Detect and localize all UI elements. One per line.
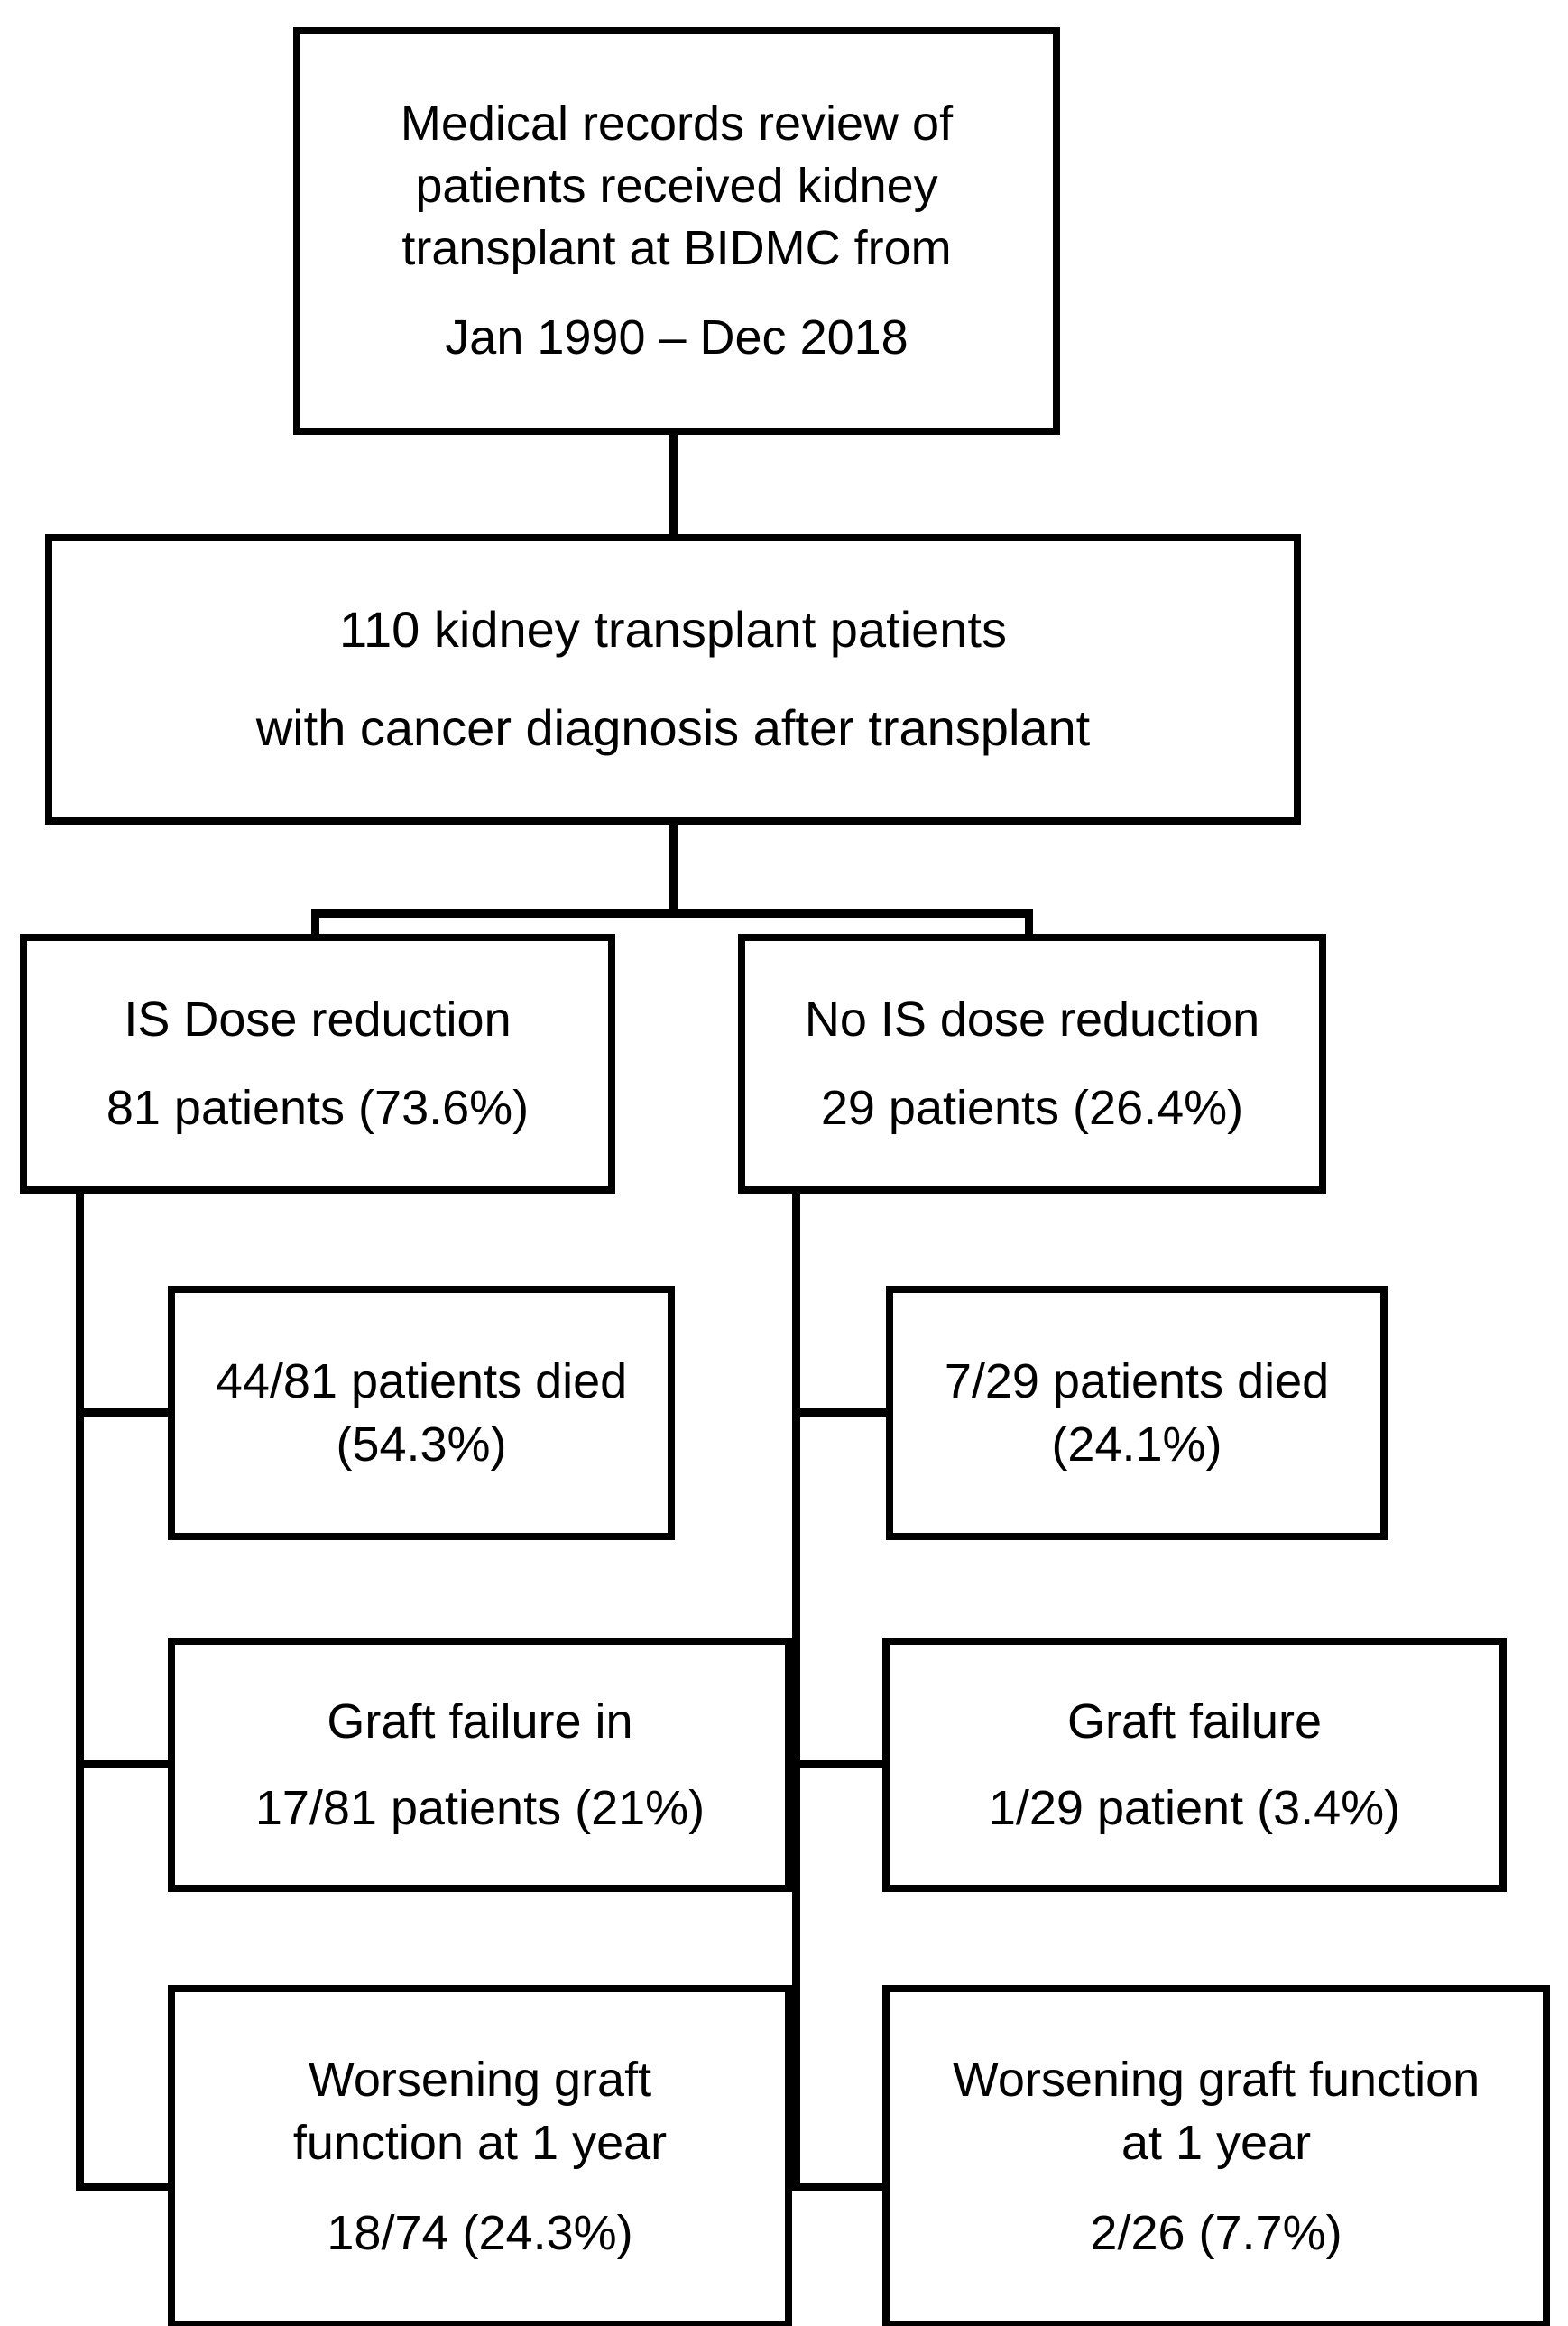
node-cohort-line-1: 110 kidney transplant patients (339, 601, 1007, 659)
node-no-is-dose-reduction-line-1: No IS dose reduction (804, 992, 1260, 1047)
connector-left-spine (76, 1186, 84, 2191)
node-right-worsening-line-1: Worsening graft function (952, 2052, 1480, 2107)
node-right-graft-failure-line-2: 1/29 patient (3.4%) (988, 1781, 1401, 1835)
node-right-deaths: 7/29 patients died (24.1%) (886, 1286, 1388, 1540)
node-left-deaths-line-2: (54.3%) (336, 1417, 507, 1472)
node-cohort: 110 kidney transplant patients with canc… (45, 534, 1301, 825)
node-study-line-4: Jan 1990 – Dec 2018 (445, 310, 909, 365)
node-left-graft-failure: Graft failure in 17/81 patients (21%) (168, 1638, 792, 1892)
connector-split-bar (311, 909, 1033, 918)
connector-left-stub-graft-failure (76, 1760, 175, 1768)
connector-right-spine (792, 1186, 800, 2191)
connector-split-right-drop (1025, 909, 1033, 938)
node-left-worsening-line-1: Worsening graft (308, 2052, 652, 2107)
node-left-graft-failure-line-2: 17/81 patients (21%) (254, 1781, 706, 1835)
node-no-is-dose-reduction: No IS dose reduction 29 patients (26.4%) (738, 934, 1326, 1194)
connector-left-stub-worsening (76, 2183, 175, 2191)
connector-study-to-cohort (669, 428, 678, 540)
node-left-deaths-line-1: 44/81 patients died (215, 1353, 628, 1408)
node-right-deaths-line-2: (24.1%) (1051, 1417, 1222, 1472)
connector-right-stub-worsening (792, 2183, 890, 2191)
node-right-worsening-graft-function: Worsening graft function at 1 year 2/26 … (882, 1985, 1550, 2326)
node-is-dose-reduction: IS Dose reduction 81 patients (73.6%) (20, 934, 615, 1194)
node-left-worsening-line-2: function at 1 year (292, 2115, 668, 2170)
node-study-line-3: transplant at BIDMC from (401, 221, 952, 275)
node-study-line-2: patients received kidney (415, 158, 938, 213)
connector-cohort-stem (669, 817, 678, 917)
node-left-deaths: 44/81 patients died (54.3%) (168, 1286, 675, 1540)
connector-right-stub-graft-failure (792, 1760, 890, 1768)
node-no-is-dose-reduction-line-2: 29 patients (26.4%) (820, 1081, 1244, 1135)
node-study-line-1: Medical records review of (400, 96, 954, 151)
node-right-deaths-line-1: 7/29 patients died (944, 1353, 1330, 1408)
node-right-graft-failure-line-1: Graft failure (1066, 1694, 1323, 1749)
node-is-dose-reduction-line-2: 81 patients (73.6%) (106, 1081, 530, 1135)
connector-right-stub-deaths (792, 1408, 893, 1417)
node-right-worsening-line-3: 2/26 (7.7%) (1090, 2206, 1342, 2261)
node-right-graft-failure: Graft failure 1/29 patient (3.4%) (882, 1638, 1507, 1892)
node-right-worsening-line-2: at 1 year (1121, 2115, 1312, 2170)
connector-split-left-drop (311, 909, 319, 938)
connector-left-stub-deaths (76, 1408, 175, 1417)
node-cohort-line-2: with cancer diagnosis after transplant (255, 699, 1091, 756)
node-left-graft-failure-line-1: Graft failure in (327, 1694, 633, 1749)
node-is-dose-reduction-line-1: IS Dose reduction (124, 992, 512, 1047)
node-left-worsening-graft-function: Worsening graft function at 1 year 18/74… (168, 1985, 792, 2326)
node-study-population: Medical records review of patients recei… (293, 27, 1060, 435)
node-left-worsening-line-3: 18/74 (24.3%) (327, 2206, 633, 2261)
